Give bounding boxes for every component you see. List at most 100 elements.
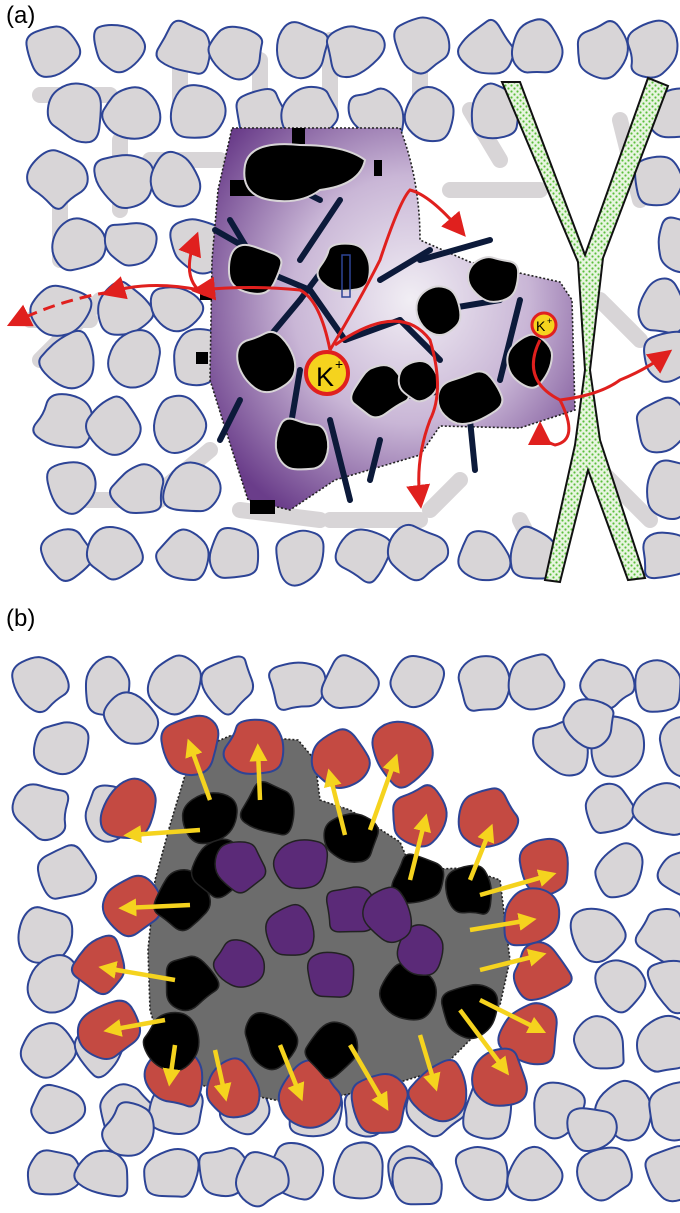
panel-a: K + K +: [6, 16, 680, 587]
astrocyte-cell: [26, 1149, 82, 1196]
spread-arrow: [185, 738, 213, 801]
astrocyte-cell: [85, 395, 142, 456]
astrocyte-cell: [102, 691, 160, 745]
surrounding-cells-a: [25, 16, 680, 587]
swollen-astrocyte: [503, 887, 561, 947]
depolarized-cell: [227, 243, 283, 295]
astrocyte-cell: [594, 959, 647, 1014]
core-purple-cell: [325, 886, 377, 933]
astrocyte-cell: [646, 459, 680, 521]
swollen-astrocyte: [76, 999, 142, 1061]
astrocyte-cell: [634, 908, 680, 965]
depolarized-cell: [397, 360, 439, 403]
depolarized-cell: [239, 780, 295, 836]
depolarized-cell: [436, 370, 504, 425]
astrocyte-cell: [46, 461, 97, 515]
depolarized-cell: [304, 1021, 359, 1080]
astrocyte-cell: [235, 1151, 290, 1208]
depolarized-cell: [323, 812, 379, 863]
core-purple-cells: [212, 839, 444, 998]
potassium-ion-small: K +: [530, 311, 558, 339]
astrocyte-cell: [143, 1147, 200, 1198]
astrocyte-cell: [107, 329, 161, 389]
astrocyte-cell: [268, 661, 327, 711]
astrocyte-cell: [457, 530, 512, 582]
potassium-flow-arrow: [101, 276, 201, 300]
astrocyte-cell: [275, 529, 325, 587]
spread-arrow: [479, 869, 557, 898]
astrocyte-cell: [39, 528, 95, 582]
spread-arrow: [478, 997, 547, 1034]
yellow-spread-arrows: [98, 738, 557, 1111]
depolarized-cells-a: [227, 143, 554, 471]
astrocyte-cell: [73, 1149, 129, 1198]
astrocyte-cell: [11, 783, 70, 842]
astrocyte-cell: [93, 154, 155, 210]
swollen-astrocyte: [310, 728, 371, 789]
potassium-flow-arrows: [6, 188, 673, 509]
core-purple-cell: [306, 951, 355, 998]
astrocyte-cell: [36, 844, 98, 900]
spread-arrow: [417, 1034, 441, 1092]
astrocyte-cell: [332, 1141, 384, 1200]
astrocyte-cell: [101, 1101, 155, 1157]
depolarized-cell: [378, 962, 437, 1021]
swollen-astrocyte: [350, 1072, 409, 1135]
astrocyte-cell: [152, 394, 208, 454]
astrocyte-cell: [32, 721, 90, 776]
astrocyte-cell: [389, 654, 446, 709]
astrocyte-cell: [149, 286, 205, 333]
astrocyte-cell: [103, 222, 158, 267]
spread-arrow: [249, 743, 268, 801]
cell-junction: [467, 417, 478, 473]
astrocyte-cell: [635, 1014, 680, 1073]
svg-text:K: K: [316, 362, 334, 392]
potassium-flow-arrow: [531, 339, 673, 402]
depolarized-cell: [274, 417, 330, 471]
cell-junction: [417, 237, 493, 263]
astrocyte-cell: [149, 150, 202, 208]
astrocyte-cell: [85, 526, 144, 581]
cell-junction: [327, 417, 353, 503]
spread-arrow: [458, 1008, 510, 1076]
astrocyte-cell: [325, 25, 386, 79]
cell-junction: [297, 197, 343, 263]
swollen-astrocyte: [70, 934, 126, 996]
depolarized-cell: [415, 285, 462, 337]
spread-arrow: [103, 1017, 166, 1037]
swollen-astrocyte: [457, 787, 520, 849]
astrocyte-cell: [146, 654, 202, 716]
astrocyte-cell: [393, 16, 451, 75]
astrocyte-cell: [562, 698, 615, 750]
astrocyte-cell: [569, 907, 627, 964]
swollen-astrocyte: [518, 837, 569, 896]
astrocyte-cell: [25, 25, 82, 78]
potassium-diffusion-arrow: [6, 290, 111, 327]
spread-arrow: [348, 1043, 389, 1111]
astrocyte-cell: [506, 1145, 564, 1202]
depolarized-cell: [444, 864, 492, 915]
panel-b-label: (b): [6, 605, 36, 632]
astrocyte-cell: [275, 21, 329, 80]
astrocyte-cell: [634, 659, 680, 713]
astrocyte-cell: [644, 1145, 680, 1203]
astrocyte-cell: [656, 851, 680, 896]
spread-arrow: [98, 961, 176, 983]
spread-arrow: [123, 825, 201, 844]
channel-marker: [341, 254, 351, 298]
astrocyte-cell: [510, 18, 564, 74]
potassium-flow-arrow: [191, 276, 332, 351]
panel-a-label: (a): [6, 2, 36, 29]
swollen-astrocyte: [471, 1047, 528, 1107]
depolarized-cell: [440, 983, 499, 1040]
potassium-flow-arrow: [334, 319, 439, 509]
astrocyte-cell: [207, 25, 264, 81]
spread-arrow: [162, 1044, 181, 1087]
astrocyte-cell: [334, 528, 393, 584]
junction-stub: [374, 160, 382, 176]
panel-b: [11, 653, 680, 1208]
astrocyte-cell: [454, 1146, 509, 1201]
depolarized-cells-b: [142, 780, 499, 1080]
astrocyte-cell: [566, 1107, 618, 1153]
astrocyte-cell: [26, 954, 81, 1014]
